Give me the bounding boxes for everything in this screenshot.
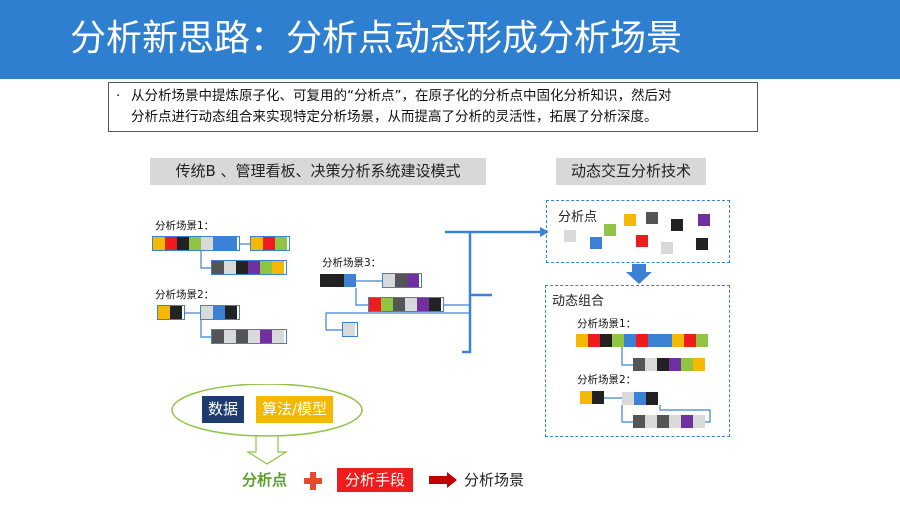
bottom-analysis-scene: 分析场景 xyxy=(464,471,525,489)
analysis-points-box xyxy=(546,200,730,263)
combo-scene-2-row-2 xyxy=(622,392,658,405)
combo-scene-1-label: 分析场景1： xyxy=(577,318,637,330)
scene-1-label: 分析场景1： xyxy=(155,220,215,232)
analysis-points-label: 分析点 xyxy=(558,210,598,225)
scene-1-frame-b xyxy=(250,236,290,251)
down-arrow-icon xyxy=(626,264,652,284)
combo-scene-2-row-3 xyxy=(633,415,705,428)
scene-1-frame-a xyxy=(152,236,240,251)
description-bullet: · xyxy=(116,88,121,104)
algorithm-label: 算法/模型 xyxy=(256,396,334,423)
dynamic-combo-label: 动态组合 xyxy=(552,294,605,309)
data-label: 数据 xyxy=(202,396,245,423)
plus-icon xyxy=(304,472,322,490)
scene-2-frame-c xyxy=(211,329,287,344)
description-line-2: 分析点进行动态组合来实现特定分析场景，从而提高了分析的灵活性，拓展了分析深度。 xyxy=(131,109,658,125)
scene-3-row-1 xyxy=(320,274,356,287)
scene-3-row-4 xyxy=(343,323,355,336)
scene-3-row-2 xyxy=(383,274,419,287)
scene-3-frame-b xyxy=(368,297,444,312)
scene-2-frame-a xyxy=(157,305,185,320)
dynamic-combo-box xyxy=(545,285,730,437)
scene-3-label: 分析场景3： xyxy=(322,257,382,269)
scene-2-row-2 xyxy=(201,306,237,319)
right-arrow-icon xyxy=(429,472,457,488)
scene-1-row-1 xyxy=(153,237,237,250)
title-bar: 分析新思路：分析点动态形成分析场景 xyxy=(0,0,900,79)
right-header: 动态交互分析技术 xyxy=(556,158,706,185)
description-line-1: 从分析场景中提炼原子化、可复用的“分析点”，在原子化的分析点中固化分析知识，然后… xyxy=(131,88,672,104)
page-title: 分析新思路：分析点动态形成分析场景 xyxy=(70,18,683,59)
analysis-points-squares xyxy=(564,212,710,254)
scene-2-frame-b xyxy=(200,305,240,320)
scene-2-row-1 xyxy=(158,306,182,319)
combo-scene-2-row-1 xyxy=(580,391,604,404)
scene-3-row-3 xyxy=(369,298,441,311)
scene-1-row-3 xyxy=(212,261,284,274)
left-header: 传统B 、管理看板、决策分析系统建设模式 xyxy=(150,158,486,185)
data-algorithm-ellipse xyxy=(171,384,363,465)
scene-2-label: 分析场景2： xyxy=(155,289,215,301)
scene-2-row-3 xyxy=(212,330,284,343)
combo-scene-1-row-2 xyxy=(633,358,705,371)
bottom-analysis-means: 分析手段 xyxy=(337,468,414,492)
scene-3-frame-a xyxy=(382,273,422,288)
bottom-analysis-point: 分析点 xyxy=(242,471,288,489)
scene-1-row-2 xyxy=(251,237,287,250)
scene-1-frame-c xyxy=(211,260,287,275)
combo-scene-1-row-1 xyxy=(576,334,708,347)
scene-3-frame-c xyxy=(342,322,358,337)
description-box: · 从分析场景中提炼原子化、可复用的“分析点”，在原子化的分析点中固化分析知识，… xyxy=(108,82,758,132)
combo-scene-2-label: 分析场景2： xyxy=(577,374,637,386)
